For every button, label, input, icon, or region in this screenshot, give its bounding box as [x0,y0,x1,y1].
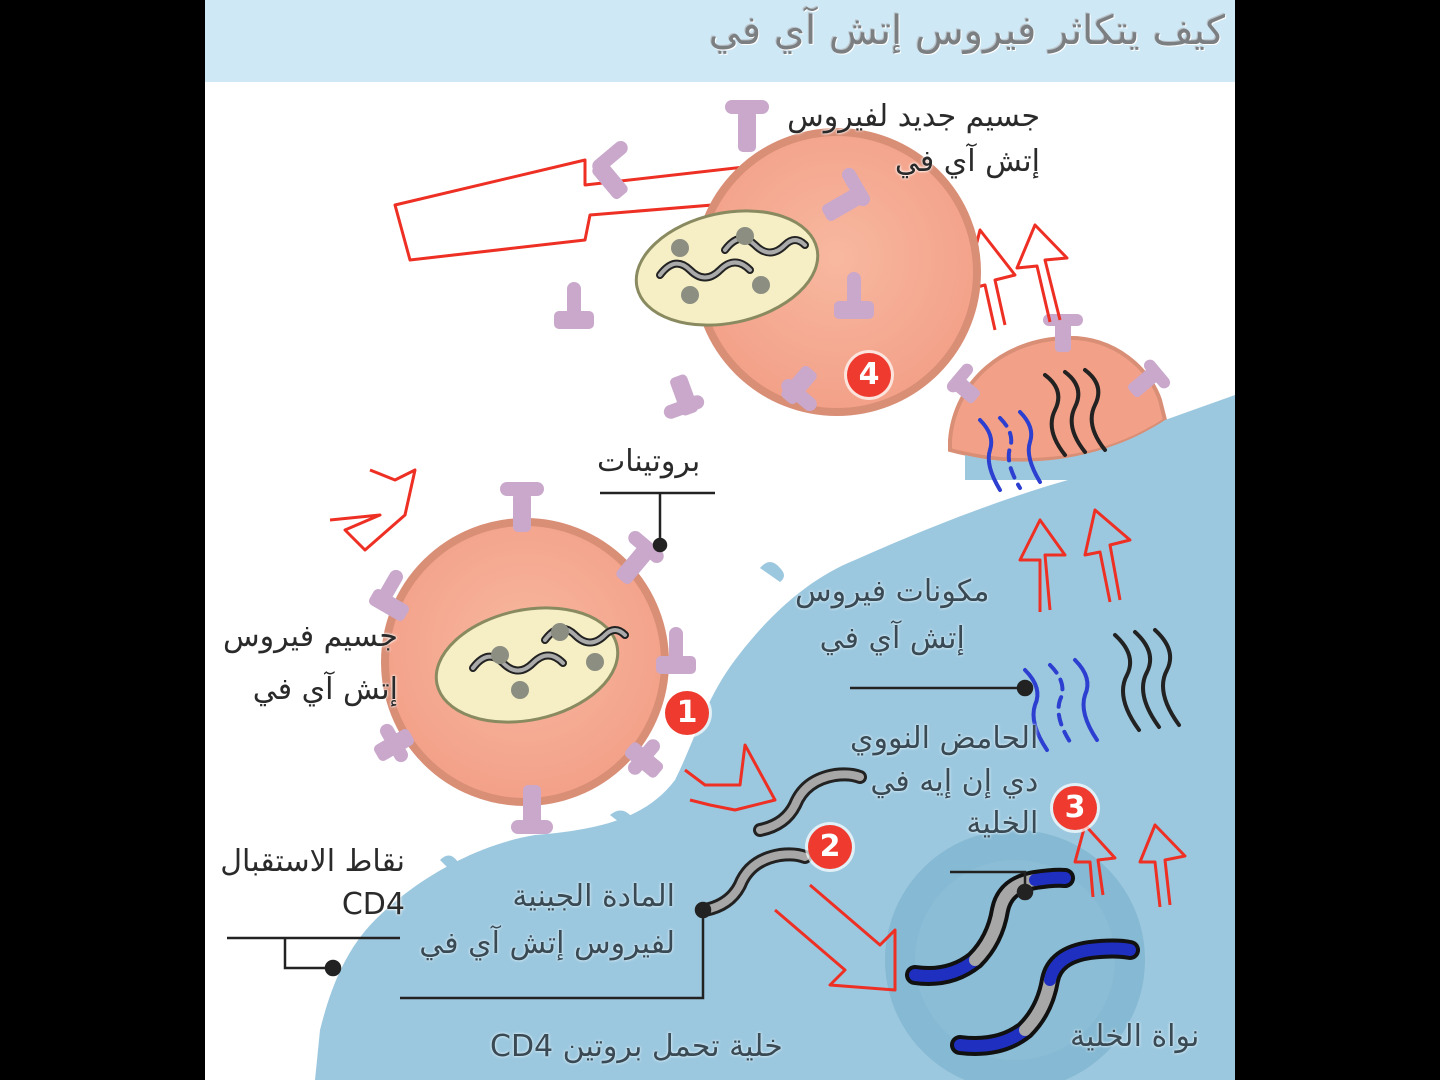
release-arrow-2 [1015,223,1069,323]
diagram-panel: كيف يتكاثر فيروس إتش آي في جسيم جديد لفي… [205,0,1235,1080]
label-cell-dna-line3: الخلية [966,806,1039,841]
genetic-leader [400,910,705,1000]
proteins-leader [600,491,715,545]
hiv-replication-diagram [205,0,1235,1080]
viral-rna [698,767,867,917]
exit-arrow [393,148,896,262]
component-strands [1023,628,1181,752]
title-band [205,0,1235,82]
label-cell-dna-line2: دي إن إيه في [870,763,1039,799]
membrane-receptors [345,562,784,975]
label-nucleus: نواة الخلية [1070,1019,1200,1054]
label-genetic-material-line2: لفيروس إتش آي في [419,925,675,961]
label-cd4-cell: خلية تحمل بروتين CD4 [490,1029,783,1064]
release-arrow-1 [963,228,1017,331]
label-proteins: بروتينات [597,444,701,479]
host-dna [905,867,1140,1056]
label-cell-dna-line1: الحامض النووي [850,721,1039,756]
new-virus-spikes [554,100,874,419]
label-cd4-receptors-line2: CD4 [341,886,405,922]
step-badge-1: 1 [665,691,709,735]
step-badge-2: 2 [808,825,852,869]
budding-strands [978,368,1107,492]
label-new-virus-line1: جسيم جديد لفيروس [787,99,1040,134]
step-badge-3: 3 [1053,786,1097,830]
process-arrows [329,148,1187,992]
page-title: كيف يتكاثر فيروس إتش آي في [708,8,1225,54]
fusion-arrow [684,743,777,812]
label-genetic-material-line1: المادة الجينية [512,879,675,914]
receptor-leader [227,936,400,970]
label-virus-particle: جسيم فيروس إتش آي في [223,619,398,707]
integration-arrow [774,883,897,992]
label-virus-particle-line1: جسيم فيروس [223,619,398,654]
step-badge-4: 4 [847,353,891,397]
label-components-line2: إتش آي في [819,620,965,656]
new-virus-particle [634,128,981,416]
assembly-arrow-2 [1083,508,1132,603]
label-cd4-receptors-line1: نقاط الاستقبال [220,844,405,879]
label-new-virus-line2: إتش آي في [894,143,1040,179]
transcription-arrow-2 [1138,823,1187,908]
label-genetic-material: المادة الجينية لفيروس إتش آي في [400,879,675,961]
label-components: مكونات فيروس إتش آي في [795,574,990,656]
assembly-arrow-1 [1018,518,1067,612]
label-cell-dna: الحامض النووي دي إن إيه في الخلية [850,721,1039,842]
label-new-virus: جسيم جديد لفيروس إتش آي في [787,99,1040,179]
label-components-line1: مكونات فيروس [795,574,990,609]
entry-arrow [329,468,417,552]
label-cd4-receptors: نقاط الاستقبال CD4 [220,844,405,922]
virus-particle [381,518,669,806]
leader-lines [227,491,1034,1000]
label-virus-particle-line2: إتش آي في [252,671,398,707]
virus-spikes [369,482,696,834]
budding-spikes [946,314,1171,404]
